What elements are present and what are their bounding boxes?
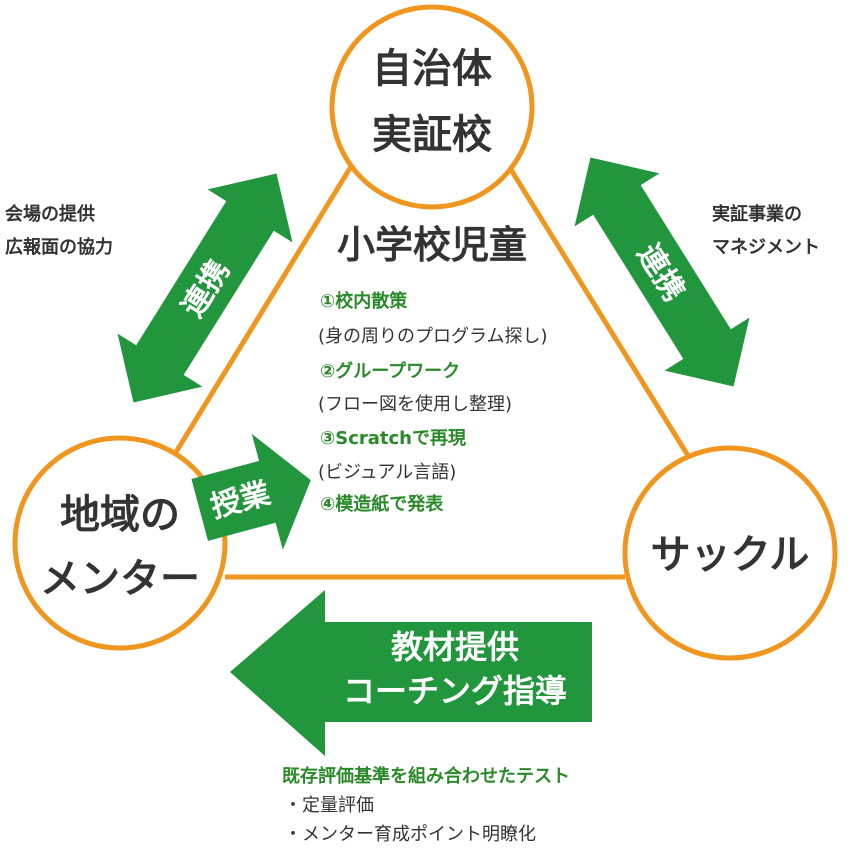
bottom-arrow: 教材提供 コーチング指導 bbox=[230, 590, 592, 756]
node-right-circle bbox=[622, 445, 838, 661]
right-note-line1: 実証事業の bbox=[712, 203, 802, 225]
node-right-label: サックル bbox=[651, 532, 810, 578]
step-2-head: ②グループワーク bbox=[320, 360, 460, 382]
evaluation-item-1: ・定量評価 bbox=[284, 795, 374, 816]
bottom-arrow-line1: 教材提供 bbox=[391, 628, 519, 666]
right-link-arrow: 連携 bbox=[574, 157, 750, 387]
left-link-arrow-shape bbox=[117, 173, 293, 403]
bottom-arrow-shape bbox=[230, 590, 592, 756]
lesson-arrow-shape bbox=[191, 433, 311, 550]
node-left-line2: メンター bbox=[40, 556, 200, 602]
node-left-line1: 地域の bbox=[60, 492, 180, 538]
node-left-circle bbox=[12, 435, 228, 651]
step-3-head: ③Scratchで再現 bbox=[320, 428, 466, 449]
bottom-arrow-line2: コーチング指導 bbox=[343, 672, 567, 710]
triangle-edges bbox=[162, 158, 703, 580]
step-4-head: ④模造紙で発表 bbox=[320, 493, 444, 515]
node-top-line2: 実証校 bbox=[372, 112, 492, 158]
step-1-sub: (身の周りのプログラム探し) bbox=[318, 326, 548, 347]
edge-top-left bbox=[162, 158, 358, 472]
edge-top-right bbox=[502, 158, 703, 477]
evaluation-item-2: ・メンター育成ポイント明瞭化 bbox=[284, 824, 536, 845]
step-3-sub: (ビジュアル言語) bbox=[318, 462, 456, 483]
node-top-circle bbox=[329, 4, 535, 210]
lesson-arrow: 授業 bbox=[191, 433, 311, 550]
center-title: 小学校児童 bbox=[337, 223, 527, 267]
evaluation-head: 既存評価基準を組み合わせたテスト bbox=[282, 765, 570, 787]
right-link-arrow-shape bbox=[574, 157, 750, 387]
left-link-arrow: 連携 bbox=[117, 173, 293, 403]
step-1-head: ①校内散策 bbox=[320, 290, 408, 312]
right-note-line2: マネジメント bbox=[712, 237, 820, 258]
left-note-line1: 会場の提供 bbox=[5, 203, 95, 225]
node-top-line1: 自治体 bbox=[372, 46, 492, 92]
step-2-sub: (フロー図を使用し整理) bbox=[318, 394, 512, 415]
left-note-line2: 広報面の協力 bbox=[5, 236, 113, 258]
